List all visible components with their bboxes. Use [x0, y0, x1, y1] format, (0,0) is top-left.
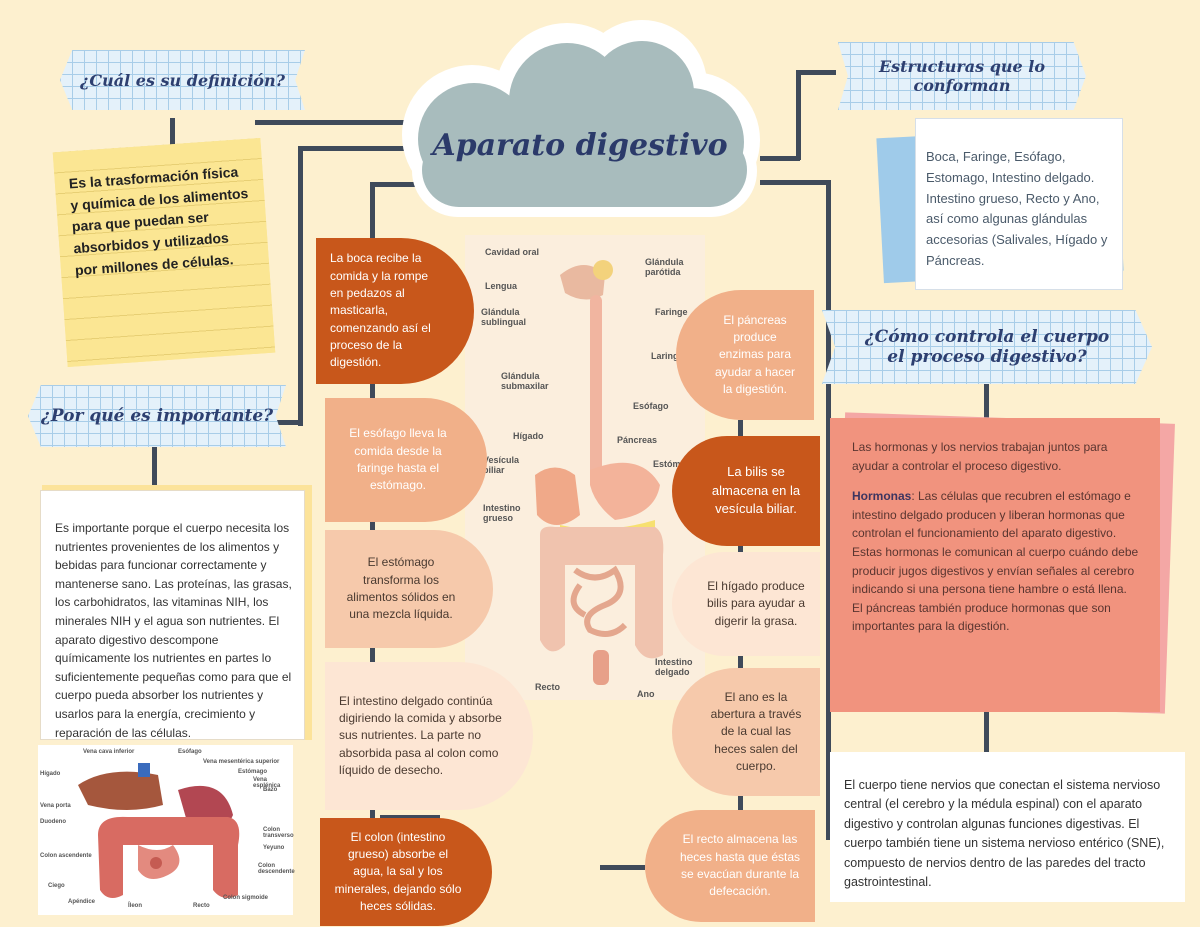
control-bold: Hormonas	[852, 489, 912, 504]
anatomy-label: Duodeno	[40, 819, 66, 825]
step-text: El esófago lleva la comida desde la fari…	[349, 426, 447, 493]
diagram-label: Lengua	[485, 281, 518, 291]
control-intro: Las hormonas y los nervios trabajan junt…	[852, 440, 1108, 473]
connector	[600, 865, 645, 870]
nervous-text: El cuerpo tiene nervios que conectan el …	[844, 778, 1165, 889]
connector	[370, 182, 430, 187]
connector	[255, 120, 415, 125]
diagram-label: Intestino delgado	[655, 657, 693, 677]
anatomy-label: Esófago	[178, 749, 202, 755]
structures-note: Boca, Faringe, Esófago, Estomago, Intest…	[915, 118, 1123, 290]
definition-text: Es la trasformación física y química de …	[68, 163, 249, 278]
anatomy-label: Apéndice	[68, 899, 96, 905]
anatomy-label: Yeyuno	[263, 845, 285, 851]
connector	[796, 70, 836, 75]
connector	[273, 420, 303, 425]
control-heading: ¿Cómo controla el cuerpo el proceso dige…	[822, 310, 1152, 384]
diagram-label: Faringe	[655, 307, 688, 317]
step-text: El colon (intestino grueso) absorbe el a…	[334, 829, 462, 914]
anatomy-label: Colon descendente	[258, 863, 295, 875]
connector	[760, 156, 800, 161]
importance-note: Es importante porque el cuerpo necesita …	[40, 490, 305, 740]
diagram-label: Hígado	[513, 431, 544, 441]
importance-heading: ¿Por qué es importante?	[28, 385, 286, 447]
title-cloud	[392, 15, 772, 225]
anatomy-label: Colon sigmoide	[223, 895, 268, 901]
step-colon: El colon (intestino grueso) absorbe el a…	[320, 818, 492, 926]
diagram-label: Vesícula biliar	[483, 455, 520, 475]
step-text: El páncreas produce enzimas para ayudar …	[714, 312, 796, 397]
control-body: : Las células que recubren el estómago e…	[852, 489, 1139, 634]
nervous-note: El cuerpo tiene nervios que conectan el …	[830, 752, 1185, 902]
connector	[826, 180, 831, 840]
connector	[760, 180, 830, 185]
anatomy-label: Colon ascendente	[40, 853, 92, 859]
anatomy-label: Hígado	[40, 771, 61, 777]
step-text: El recto almacena las heces hasta que és…	[679, 832, 801, 899]
connector	[984, 384, 989, 420]
connector	[298, 146, 303, 426]
connector	[298, 146, 418, 151]
diagram-label: Estómago	[653, 459, 697, 469]
definition-note: Es la trasformación física y química de …	[52, 138, 276, 367]
anatomy-label: Ciego	[48, 883, 65, 889]
definition-heading: ¿Cuál es su definición?	[60, 50, 305, 110]
importance-text: Es importante porque el cuerpo necesita …	[55, 521, 292, 740]
diagram-label: Glándula sublingual	[481, 307, 526, 327]
step-small-intestine: El intestino delgado continúa digiriendo…	[325, 662, 533, 810]
anatomy-label: Íleon	[128, 903, 143, 909]
anatomy-label: Vena porta	[40, 803, 71, 809]
diagram-label: Páncreas	[617, 435, 658, 445]
step-text: El hígado produce bilis para ayudar a di…	[706, 578, 806, 628]
diagram-label: Cavidad oral	[485, 247, 540, 257]
step-rectum: El recto almacena las heces hasta que és…	[645, 810, 815, 922]
diagram-label: Recto	[535, 682, 561, 692]
structures-text: Boca, Faringe, Esófago, Estomago, Intest…	[926, 149, 1108, 268]
digestive-anatomy-image: Vena cava inferior Esófago Vena mesentér…	[38, 745, 295, 915]
step-text: La bilis se almacena en la vesícula bili…	[711, 463, 801, 517]
step-gallbladder: La bilis se almacena en la vesícula bili…	[672, 436, 820, 546]
connector	[170, 118, 175, 148]
diagram-label: Glándula submaxilar	[501, 371, 549, 391]
step-liver: El hígado produce bilis para ayudar a di…	[672, 552, 820, 656]
control-text: Las hormonas y los nervios trabajan junt…	[830, 418, 1160, 636]
step-text: El estómago transforma los alimentos sól…	[346, 555, 456, 622]
diagram-label: Glándula parótida	[645, 257, 684, 277]
anatomy-label: Estómago	[238, 769, 268, 775]
anatomy-label: Vena esplénica	[253, 777, 281, 789]
step-anus: El ano es la abertura a través de la cua…	[672, 668, 820, 796]
step-text: El intestino delgado continúa digiriendo…	[339, 693, 502, 778]
connector	[152, 446, 157, 486]
step-text: El ano es la abertura a través de la cua…	[710, 689, 802, 774]
structures-heading: Estructuras que lo conforman	[838, 42, 1086, 110]
diagram-label: Esófago	[633, 401, 669, 411]
diagram-label: Ano	[637, 689, 655, 699]
connector	[984, 712, 989, 752]
step-stomach: El estómago transforma los alimentos sól…	[325, 530, 493, 648]
anatomy-label: Bazo	[263, 787, 278, 793]
control-note: Las hormonas y los nervios trabajan junt…	[830, 418, 1160, 712]
connector	[796, 70, 801, 160]
step-pancreas: El páncreas produce enzimas para ayudar …	[676, 290, 814, 420]
anatomy-label: Vena cava inferior	[83, 749, 135, 755]
page-title: Aparato digestivo	[432, 128, 728, 163]
digestive-system-diagram: Cavidad oral Glándula parótida Lengua Gl…	[465, 235, 705, 700]
diagram-label: Intestino grueso	[483, 503, 521, 523]
step-mouth: La boca recibe la comida y la rompe en p…	[316, 238, 474, 384]
anatomy-label: Colon transverso	[263, 827, 294, 839]
anatomy-label: Recto	[193, 903, 210, 909]
anatomy-label: Vena mesentérica superior	[203, 759, 280, 765]
step-esophagus: El esófago lleva la comida desde la fari…	[325, 398, 487, 522]
connector	[380, 815, 440, 820]
diagram-label: Laringe	[651, 351, 684, 361]
step-text: La boca recibe la comida y la rompe en p…	[330, 251, 431, 370]
